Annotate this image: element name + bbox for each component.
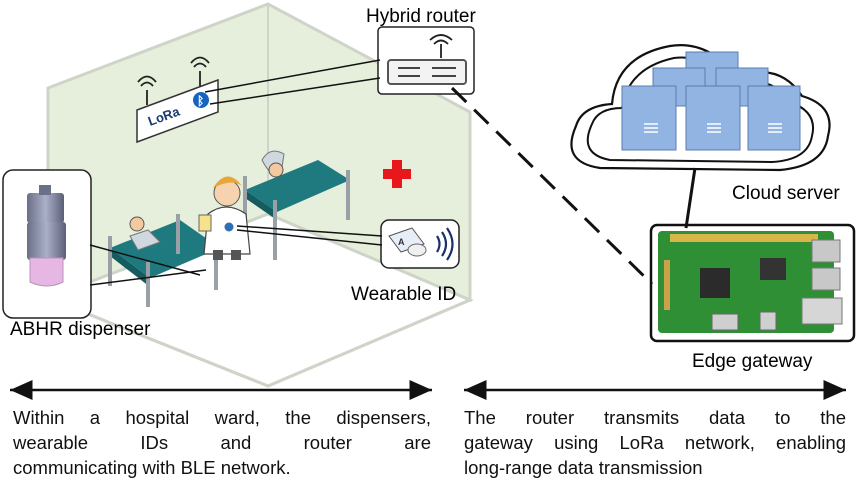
- antenna-icon: [137, 56, 210, 105]
- access-point-sign: LoRa ᛒ: [136, 56, 219, 144]
- caption-left: Within a hospital ward, the dispensers, …: [13, 405, 431, 480]
- label-wearable-id: Wearable ID: [351, 284, 456, 305]
- caption-right: The router transmits data to the gateway…: [464, 405, 846, 480]
- caption-right-line: The router transmits data to the: [464, 407, 846, 428]
- doctor-badge-icon: [223, 221, 235, 233]
- abhr-dispenser: [2, 169, 92, 319]
- caption-right-line: long-range data transmission: [464, 457, 703, 478]
- hospital-bed-back: [243, 150, 350, 260]
- wearable-id: A: [380, 219, 460, 269]
- bluetooth-icon: [193, 92, 209, 108]
- clipboard-icon: [198, 214, 212, 232]
- wireless-signal-icon: [436, 227, 454, 261]
- lora-link-dashed: [450, 86, 654, 286]
- svg-text:A: A: [398, 237, 405, 247]
- label-abhr-dispenser: ABHR dispenser: [10, 319, 151, 340]
- cloud-server: [570, 44, 831, 172]
- hospital-ward: [43, 2, 474, 388]
- caption-left-line: wearable IDs and router are: [13, 432, 431, 453]
- label-hybrid-router: Hybrid router: [366, 6, 476, 27]
- caption-left-line: Within a hospital ward, the dispensers,: [13, 407, 431, 428]
- doctor-figure: [198, 176, 251, 260]
- caption-right-line: gateway using LoRa network, enabling: [464, 432, 846, 453]
- router-antenna-icon: [429, 34, 453, 58]
- ble-link-lines: [204, 59, 381, 105]
- hospital-bed-front: [108, 214, 220, 307]
- hybrid-router: [377, 26, 475, 95]
- caption-left-line: communicating with BLE network.: [13, 457, 291, 478]
- label-cloud-server: Cloud server: [732, 183, 840, 204]
- cloud-gateway-link: [684, 167, 697, 229]
- edge-gateway: [649, 223, 856, 343]
- label-edge-gateway: Edge gateway: [692, 351, 813, 372]
- svg-text:ᛒ: ᛒ: [197, 94, 204, 108]
- red-cross-icon: [383, 160, 411, 188]
